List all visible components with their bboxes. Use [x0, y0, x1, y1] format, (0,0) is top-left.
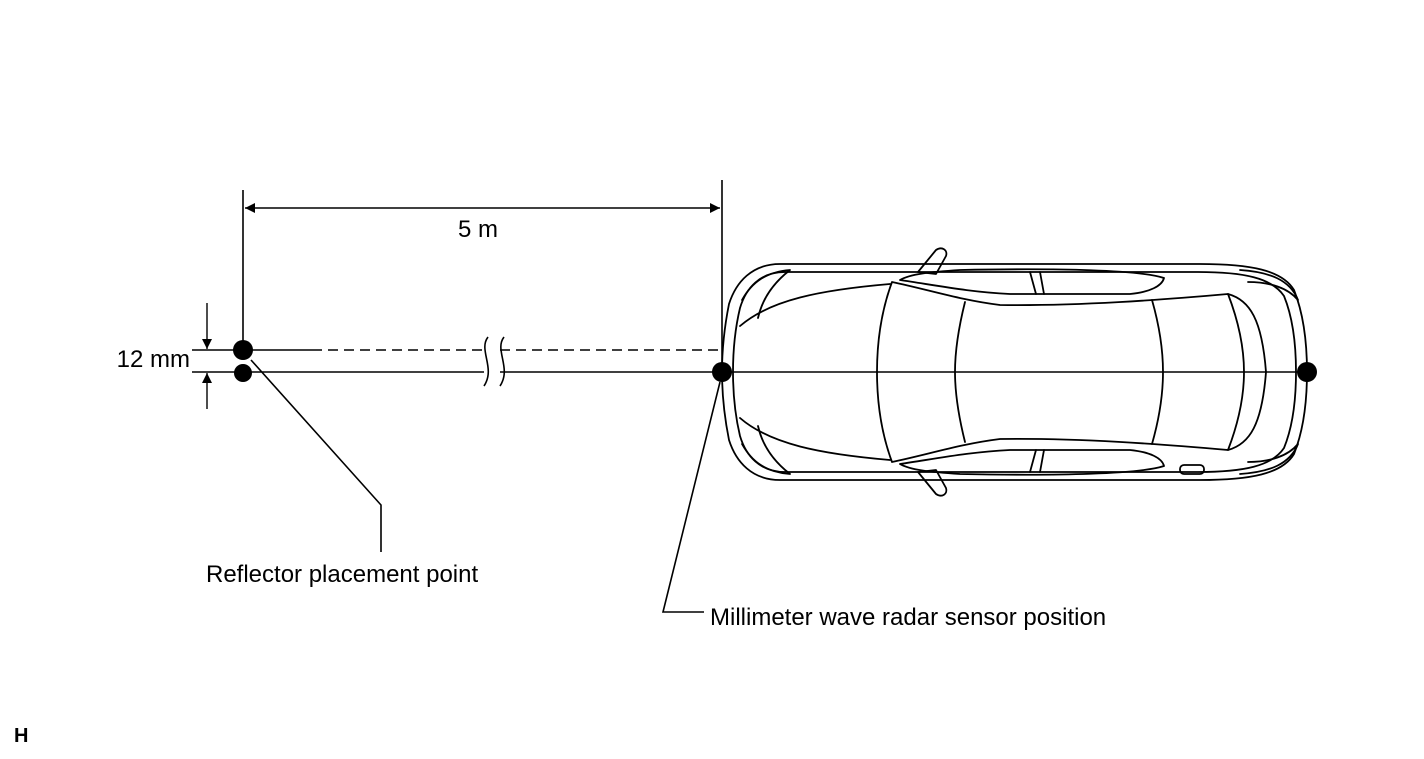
rear-deck-line: [1227, 293, 1267, 451]
side-window-top-divider: [1029, 271, 1045, 295]
front-lamp-right: [741, 425, 791, 475]
offset-label: 12 mm: [117, 346, 190, 373]
vehicle-top-view: [721, 247, 1308, 497]
distance-label: 5 m: [458, 216, 498, 243]
corner-mark: H: [14, 725, 28, 747]
rear-lamp-left: [1239, 269, 1299, 301]
side-window-bottom: [899, 449, 1165, 476]
rear-lamp-right: [1239, 443, 1299, 475]
break-mark-left: [483, 336, 490, 387]
mirror-left: [917, 247, 948, 275]
break-mark-right: [499, 336, 506, 387]
sensor-label: Millimeter wave radar sensor position: [710, 604, 1106, 631]
reflector-point-upper: [233, 340, 253, 360]
reflector-label: Reflector placement point: [206, 561, 478, 588]
points: [233, 340, 1317, 382]
rear-window-line: [1151, 299, 1164, 445]
mirror-right: [917, 469, 948, 497]
front-lamp-left: [741, 269, 791, 319]
reference-lines: [243, 336, 1306, 387]
car-body-inner: [732, 271, 1297, 473]
fuel-door: [1179, 464, 1205, 475]
hood-line-right: [739, 417, 891, 461]
side-window-top: [899, 268, 1165, 295]
offset-dimension: 12 mm: [117, 303, 236, 409]
reflector-point-lower: [234, 364, 252, 382]
sensor-leader: [661, 381, 721, 613]
distance-dimension: 5 m: [242, 180, 723, 365]
windshield-line: [954, 301, 966, 443]
hood-line-left: [739, 283, 891, 327]
reflector-leader: [250, 359, 382, 552]
side-window-bottom-divider: [1029, 449, 1045, 473]
callouts: Reflector placement point Millimeter wav…: [14, 359, 1106, 747]
